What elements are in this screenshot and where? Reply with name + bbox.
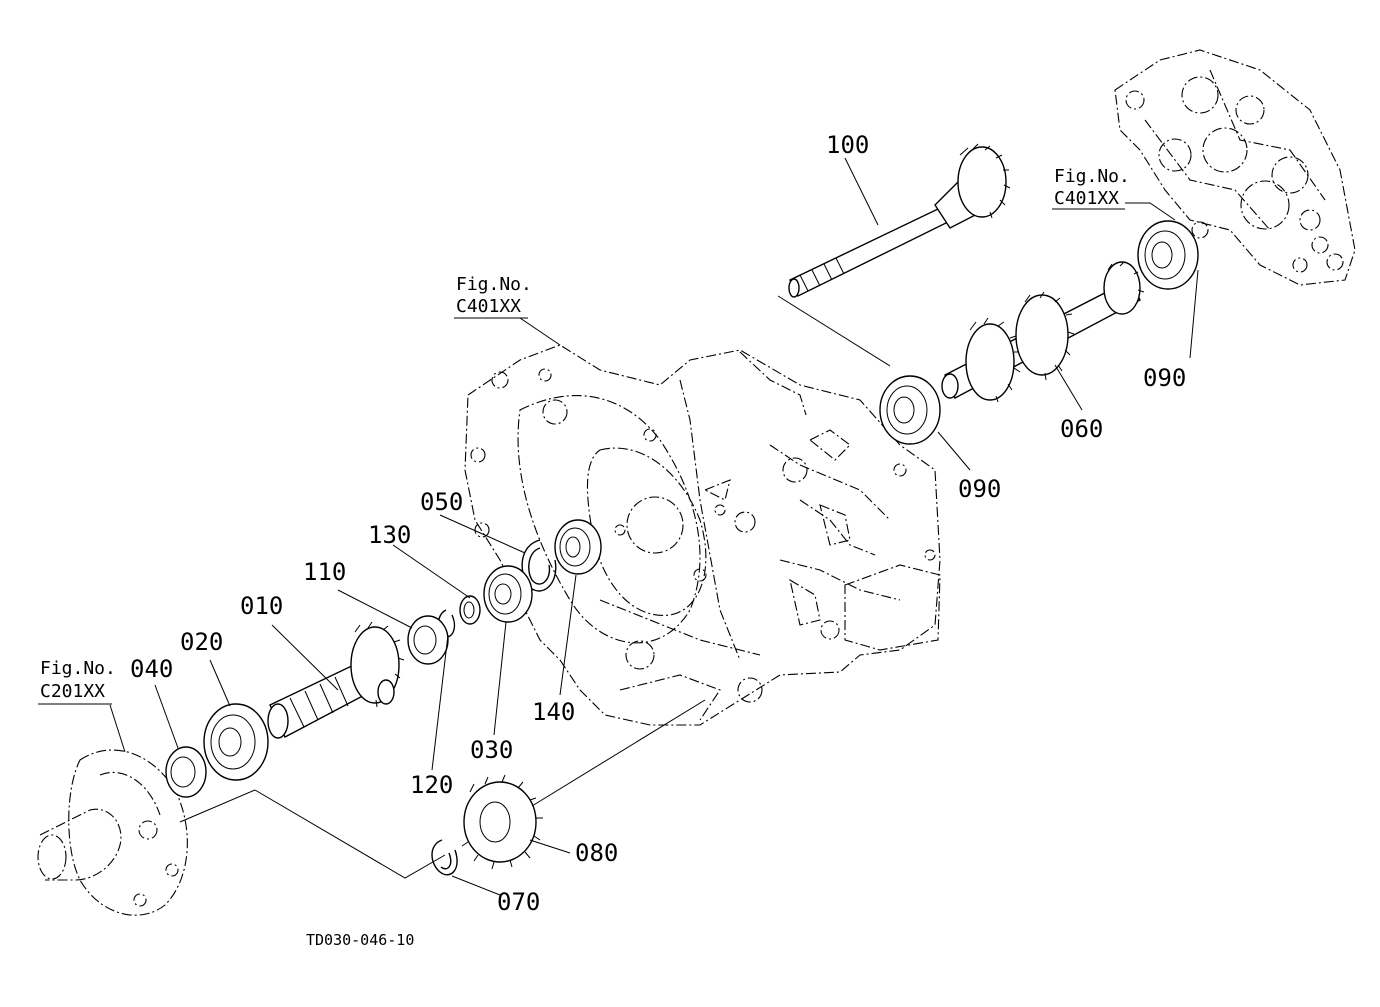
- part-label-030: 030: [470, 736, 513, 764]
- part-label-060: 060: [1060, 415, 1103, 443]
- part-label-080: 080: [575, 839, 618, 867]
- part-label-140: 140: [532, 698, 575, 726]
- part-label-100: 100: [826, 131, 869, 159]
- fig-ref-line2: C401XX: [1054, 188, 1119, 209]
- part-label-010: 010: [240, 592, 283, 620]
- leader-lines: [109, 157, 1199, 896]
- fig-ref-line1: Fig.No.: [456, 274, 532, 295]
- part-130-washer: [459, 595, 481, 625]
- transmission-housing: [464, 344, 941, 726]
- drawing-code: TD030-046-10: [306, 931, 414, 949]
- part-label-110: 110: [303, 558, 346, 586]
- part-number-labels: 100 090 060 090 050 130 110 010 020 040 …: [130, 131, 1186, 916]
- rear-cover: [1114, 49, 1356, 286]
- part-110-collar: [407, 615, 449, 665]
- fig-ref-c401xx-right: Fig.No. C401XX: [1052, 166, 1130, 210]
- part-080-gear: [461, 774, 543, 870]
- fig-ref-c401xx-center: Fig.No. C401XX: [454, 274, 532, 319]
- part-090b-bearing-right: [1137, 220, 1199, 290]
- part-040-seal: [165, 746, 207, 798]
- part-label-020: 020: [180, 628, 223, 656]
- part-020-bearing: [203, 703, 269, 781]
- part-label-130: 130: [368, 521, 411, 549]
- fig-ref-line2: C401XX: [456, 296, 521, 317]
- fig-ref-c201xx-left: Fig.No. C201XX: [38, 658, 116, 705]
- part-010-input-shaft: [267, 621, 405, 739]
- front-cover: [37, 749, 188, 916]
- part-140-bearing: [554, 519, 602, 575]
- part-070-snap-ring: [431, 839, 458, 876]
- part-label-070: 070: [497, 888, 540, 916]
- part-label-120: 120: [410, 771, 453, 799]
- part-060-countershaft: [941, 261, 1145, 403]
- part-label-090: 090: [958, 475, 1001, 503]
- fig-ref-line1: Fig.No.: [40, 658, 116, 679]
- part-030-bearing: [483, 565, 533, 623]
- fig-ref-line1: Fig.No.: [1054, 166, 1130, 187]
- part-090a-bearing-center: [879, 375, 941, 445]
- part-100-shaft-gear: [788, 143, 1011, 298]
- part-label-050: 050: [420, 488, 463, 516]
- part-label-090: 090: [1143, 364, 1186, 392]
- fig-ref-line2: C201XX: [40, 681, 105, 702]
- alignment-lines: [179, 295, 891, 879]
- part-label-040: 040: [130, 655, 173, 683]
